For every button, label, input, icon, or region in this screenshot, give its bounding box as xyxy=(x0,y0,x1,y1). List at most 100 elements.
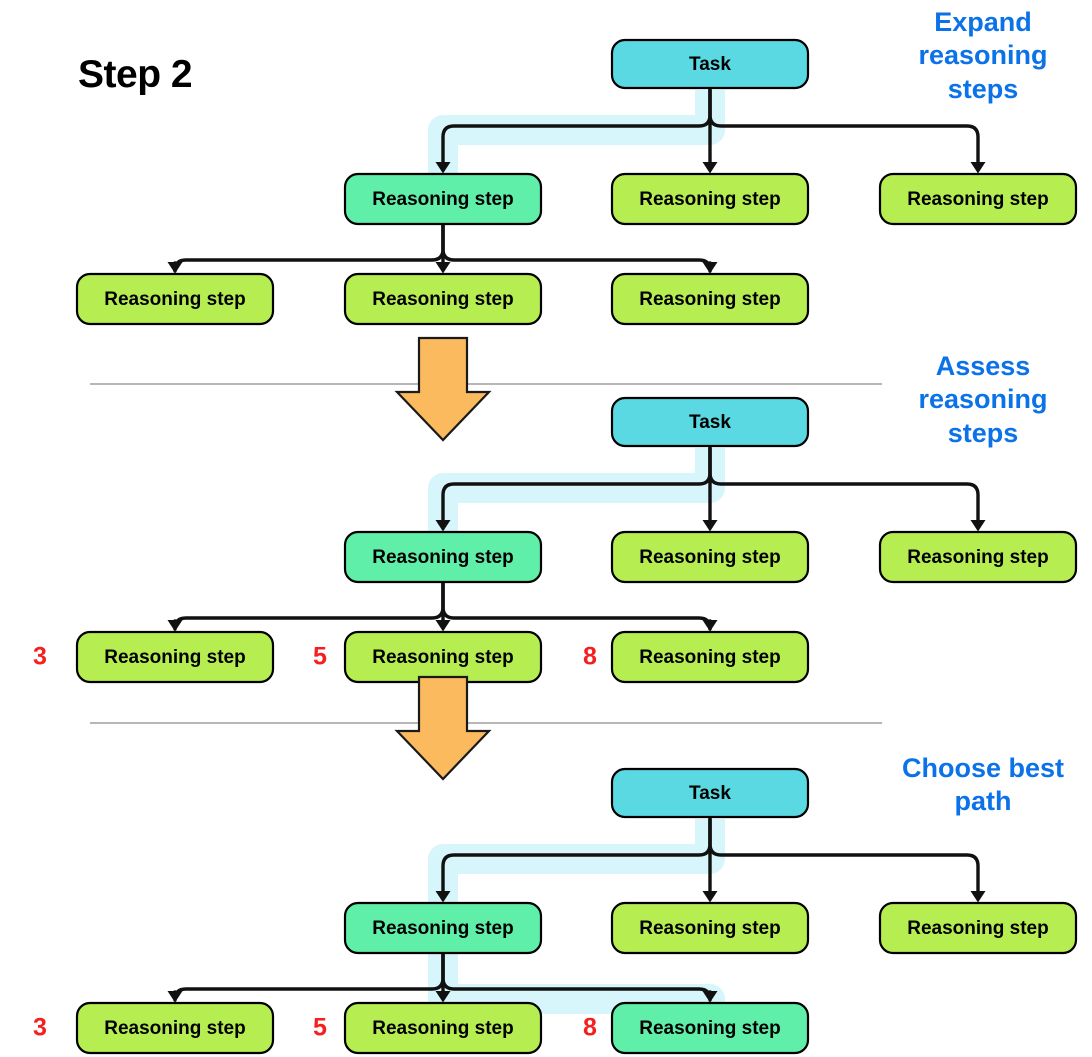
edge-assess-l1-l2-0-arrowhead xyxy=(167,620,183,632)
node-assess-l1-1-box[interactable] xyxy=(610,530,810,584)
node-expand-l1-2-box[interactable] xyxy=(878,172,1078,226)
node-choose-l2-1-label: Reasoning step xyxy=(372,1018,513,1039)
score-assess-l2-0: 3 xyxy=(33,643,47,671)
edge-assess-task-l1-0-line xyxy=(441,446,712,523)
node-assess-l1-2-label: Reasoning step xyxy=(907,547,1048,568)
annotation-expand: Expand reasoning steps xyxy=(918,7,1048,104)
edge-assess-l1-l2-1-arrowhead xyxy=(435,620,451,632)
node-expand-l1-1-label: Reasoning step xyxy=(639,189,780,210)
node-assess-l2-0[interactable]: Reasoning step xyxy=(75,630,275,684)
node-expand-l1-0-label: Reasoning step xyxy=(372,189,513,210)
node-choose-l1-2[interactable]: Reasoning step xyxy=(878,901,1078,955)
node-assess-l1-0-label: Reasoning step xyxy=(372,547,513,568)
node-expand-task[interactable]: Task xyxy=(610,38,810,90)
node-choose-l1-1[interactable]: Reasoning step xyxy=(610,901,810,955)
node-assess-l1-1-label: Reasoning step xyxy=(639,547,780,568)
node-expand-l2-0-label: Reasoning step xyxy=(104,289,245,310)
node-expand-l2-1[interactable]: Reasoning step xyxy=(343,272,543,326)
node-expand-l1-2-label: Reasoning step xyxy=(907,189,1048,210)
highlight-ribbon-assess xyxy=(428,448,725,538)
node-choose-task[interactable]: Task xyxy=(610,767,810,819)
node-choose-l1-2-box[interactable] xyxy=(878,901,1078,955)
node-choose-l2-2-box[interactable] xyxy=(610,1001,810,1055)
edge-expand-l1-l2-1-arrowhead xyxy=(435,262,451,274)
node-choose-l1-0[interactable]: Reasoning step xyxy=(343,901,543,955)
node-choose-l1-0-box[interactable] xyxy=(343,901,543,955)
edge-choose-task-l1-0-line xyxy=(441,817,712,894)
edge-assess-task-l1-1-arrowhead xyxy=(702,520,718,532)
node-assess-l1-0-box[interactable] xyxy=(343,530,543,584)
edge-assess-task-l1-0-arrowhead xyxy=(435,520,451,532)
page-title: Step 2 xyxy=(78,53,193,96)
node-expand-l2-2[interactable]: Reasoning step xyxy=(610,272,810,326)
edge-choose-task-l1-2-line xyxy=(708,817,980,894)
node-expand-l1-0-box[interactable] xyxy=(343,172,543,226)
edge-choose-l1-l2-0-arrowhead xyxy=(167,991,183,1003)
edge-expand-l1-l2-2-line xyxy=(441,222,712,273)
node-assess-l2-0-label: Reasoning step xyxy=(104,647,245,668)
node-assess-l2-2-box[interactable] xyxy=(610,630,810,684)
edge-choose-l1-l2-2-arrowhead xyxy=(702,991,718,1003)
edge-expand-l1-l2-0-line xyxy=(173,222,445,273)
annotation-choose: Choose best path xyxy=(901,753,1065,817)
edge-expand-task-l1-2-arrowhead xyxy=(970,162,986,174)
node-choose-l2-1-box[interactable] xyxy=(343,1001,543,1055)
node-assess-task-label: Task xyxy=(689,412,731,433)
node-expand-l1-1[interactable]: Reasoning step xyxy=(610,172,810,226)
node-expand-l1-1-box[interactable] xyxy=(610,172,810,226)
edge-choose-task-l1-0-arrowhead xyxy=(435,891,451,903)
edge-assess-l1-l2-2-line xyxy=(441,580,712,631)
node-choose-l2-2[interactable]: Reasoning step xyxy=(610,1001,810,1055)
edge-choose-task-l1-1-arrowhead xyxy=(702,891,718,903)
node-expand-task-box[interactable] xyxy=(610,38,810,90)
node-choose-l2-1[interactable]: Reasoning step xyxy=(343,1001,543,1055)
edge-expand-l1-l2-2-arrowhead xyxy=(702,262,718,274)
node-expand-l1-2[interactable]: Reasoning step xyxy=(878,172,1078,226)
node-expand-l2-2-box[interactable] xyxy=(610,272,810,326)
score-choose-l2-1: 5 xyxy=(313,1014,327,1042)
edge-expand-l1-l2-0-arrowhead xyxy=(167,262,183,274)
node-assess-l1-1[interactable]: Reasoning step xyxy=(610,530,810,584)
node-choose-l2-0[interactable]: Reasoning step xyxy=(75,1001,275,1055)
node-expand-l2-1-box[interactable] xyxy=(343,272,543,326)
edge-assess-l1-l2-0-line xyxy=(173,580,445,631)
node-assess-task-box[interactable] xyxy=(610,396,810,448)
node-assess-l1-2-box[interactable] xyxy=(878,530,1078,584)
node-expand-task-label: Task xyxy=(689,54,731,75)
down-arrow-icon-2 xyxy=(394,675,492,781)
edge-choose-l1-l2-0-line xyxy=(173,951,445,1002)
node-assess-l1-0[interactable]: Reasoning step xyxy=(343,530,543,584)
score-choose-l2-0: 3 xyxy=(33,1014,47,1042)
node-choose-l2-2-label: Reasoning step xyxy=(639,1018,780,1039)
score-assess-l2-2: 8 xyxy=(583,643,597,671)
node-choose-l1-1-box[interactable] xyxy=(610,901,810,955)
node-assess-l2-2-label: Reasoning step xyxy=(639,647,780,668)
edge-expand-task-l1-2-line xyxy=(708,88,980,165)
highlight-ribbon-expand xyxy=(428,90,725,180)
node-choose-l2-0-box[interactable] xyxy=(75,1001,275,1055)
edge-assess-task-l1-2-line xyxy=(708,446,980,523)
node-expand-l2-1-label: Reasoning step xyxy=(372,289,513,310)
edge-assess-task-l1-2-arrowhead xyxy=(970,520,986,532)
edge-expand-task-l1-0-arrowhead xyxy=(435,162,451,174)
edge-expand-task-l1-1-arrowhead xyxy=(702,162,718,174)
node-assess-l2-2[interactable]: Reasoning step xyxy=(610,630,810,684)
edge-expand-task-l1-0-line xyxy=(441,88,712,165)
node-assess-task[interactable]: Task xyxy=(610,396,810,448)
annotation-assess: Assess reasoning steps xyxy=(918,351,1048,448)
node-choose-l1-0-label: Reasoning step xyxy=(372,918,513,939)
node-assess-l1-2[interactable]: Reasoning step xyxy=(878,530,1078,584)
edge-choose-l1-l2-1-arrowhead xyxy=(435,991,451,1003)
node-assess-l2-1-label: Reasoning step xyxy=(372,647,513,668)
node-choose-l1-2-label: Reasoning step xyxy=(907,918,1048,939)
node-expand-l2-0-box[interactable] xyxy=(75,272,275,326)
edge-assess-l1-l2-2-arrowhead xyxy=(702,620,718,632)
node-expand-l1-0[interactable]: Reasoning step xyxy=(343,172,543,226)
down-arrow-icon-1 xyxy=(394,336,492,442)
node-assess-l2-1[interactable]: Reasoning step xyxy=(343,630,543,684)
node-assess-l2-0-box[interactable] xyxy=(75,630,275,684)
node-expand-l2-0[interactable]: Reasoning step xyxy=(75,272,275,326)
node-choose-task-box[interactable] xyxy=(610,767,810,819)
node-expand-l2-2-label: Reasoning step xyxy=(639,289,780,310)
